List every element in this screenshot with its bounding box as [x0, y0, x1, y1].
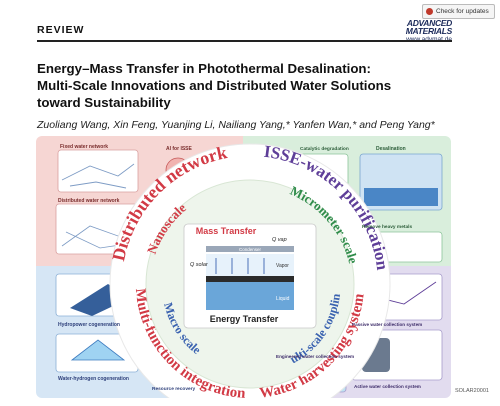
- liquid-label: Liquid: [276, 296, 290, 302]
- label-distributed-water-network: Distributed water network: [58, 198, 120, 204]
- check-for-updates-button[interactable]: Check for updates: [422, 4, 495, 19]
- liquid-zone: [206, 282, 294, 310]
- vapor-label: Vapor: [276, 263, 289, 269]
- label-hydropower-cogeneration: Hydropower cogeneration: [58, 322, 120, 328]
- figure-code: SOLAR20001: [455, 388, 489, 394]
- q-solar-label: Q solar: [190, 262, 209, 268]
- label-desalination: Desalination: [376, 146, 406, 152]
- check-updates-label: Check for updates: [436, 8, 489, 15]
- graphical-abstract: Distributed network ISSE-water purificat…: [0, 136, 451, 398]
- label-passive-water-collection: Passive water collection system: [352, 322, 422, 327]
- energy-transfer-title: Energy Transfer: [210, 314, 279, 324]
- title-line-3: toward Sustainability: [37, 95, 171, 110]
- title-line-2: Multi-Scale Innovations and Distributed …: [37, 78, 392, 93]
- condenser-label: Condenser: [239, 247, 262, 252]
- journal-url[interactable]: www.advmat.de: [380, 36, 452, 43]
- journal-name-line2: MATERIALS: [405, 26, 453, 36]
- label-fixed-water-network: Fixed water network: [60, 144, 108, 150]
- label-resource-recovery: Resource recovery: [152, 386, 196, 392]
- condenser-bar: [206, 246, 294, 252]
- desalination-water: [364, 188, 438, 206]
- check-updates-icon: [426, 8, 433, 15]
- label-active-water-collection: Active water collection system: [354, 384, 421, 389]
- label-engineered-water-collection: Engineered water collection system: [276, 354, 354, 359]
- vapor-zone: [206, 254, 294, 276]
- fixed-network-box: [57, 149, 139, 193]
- label-catalytic-degradation: Catalytic degradation: [300, 146, 349, 152]
- q-vap-label: Q vap: [272, 237, 287, 243]
- vapor-arrows: [215, 258, 265, 274]
- author-list: Zuoliang Wang, Xin Feng, Yuanjing Li, Na…: [37, 119, 435, 131]
- journal-logo[interactable]: ADVANCED MATERIALS www.advmat.de: [380, 18, 453, 43]
- section-label: REVIEW: [37, 24, 85, 36]
- label-water-hydrogen-cogeneration: Water-hydrogen cogeneration: [58, 376, 129, 382]
- label-ai-for-isse: AI for ISSE: [166, 146, 193, 152]
- fixed-network-lines: [61, 163, 135, 189]
- prism-light: [70, 339, 126, 361]
- journal-name-line1: ADVANCED: [406, 18, 452, 28]
- label-remove-heavy-metals: Remove heavy metals: [362, 224, 412, 230]
- absorber-layer: [206, 276, 294, 282]
- header-rule: [37, 40, 452, 42]
- article-title: Energy–Mass Transfer in Photothermal Des…: [37, 60, 457, 111]
- mass-transfer-title: Mass Transfer: [196, 226, 257, 236]
- page-header: REVIEW Check for updates ADVANCED MATERI…: [0, 0, 500, 44]
- title-line-1: Energy–Mass Transfer in Photothermal Des…: [37, 61, 371, 76]
